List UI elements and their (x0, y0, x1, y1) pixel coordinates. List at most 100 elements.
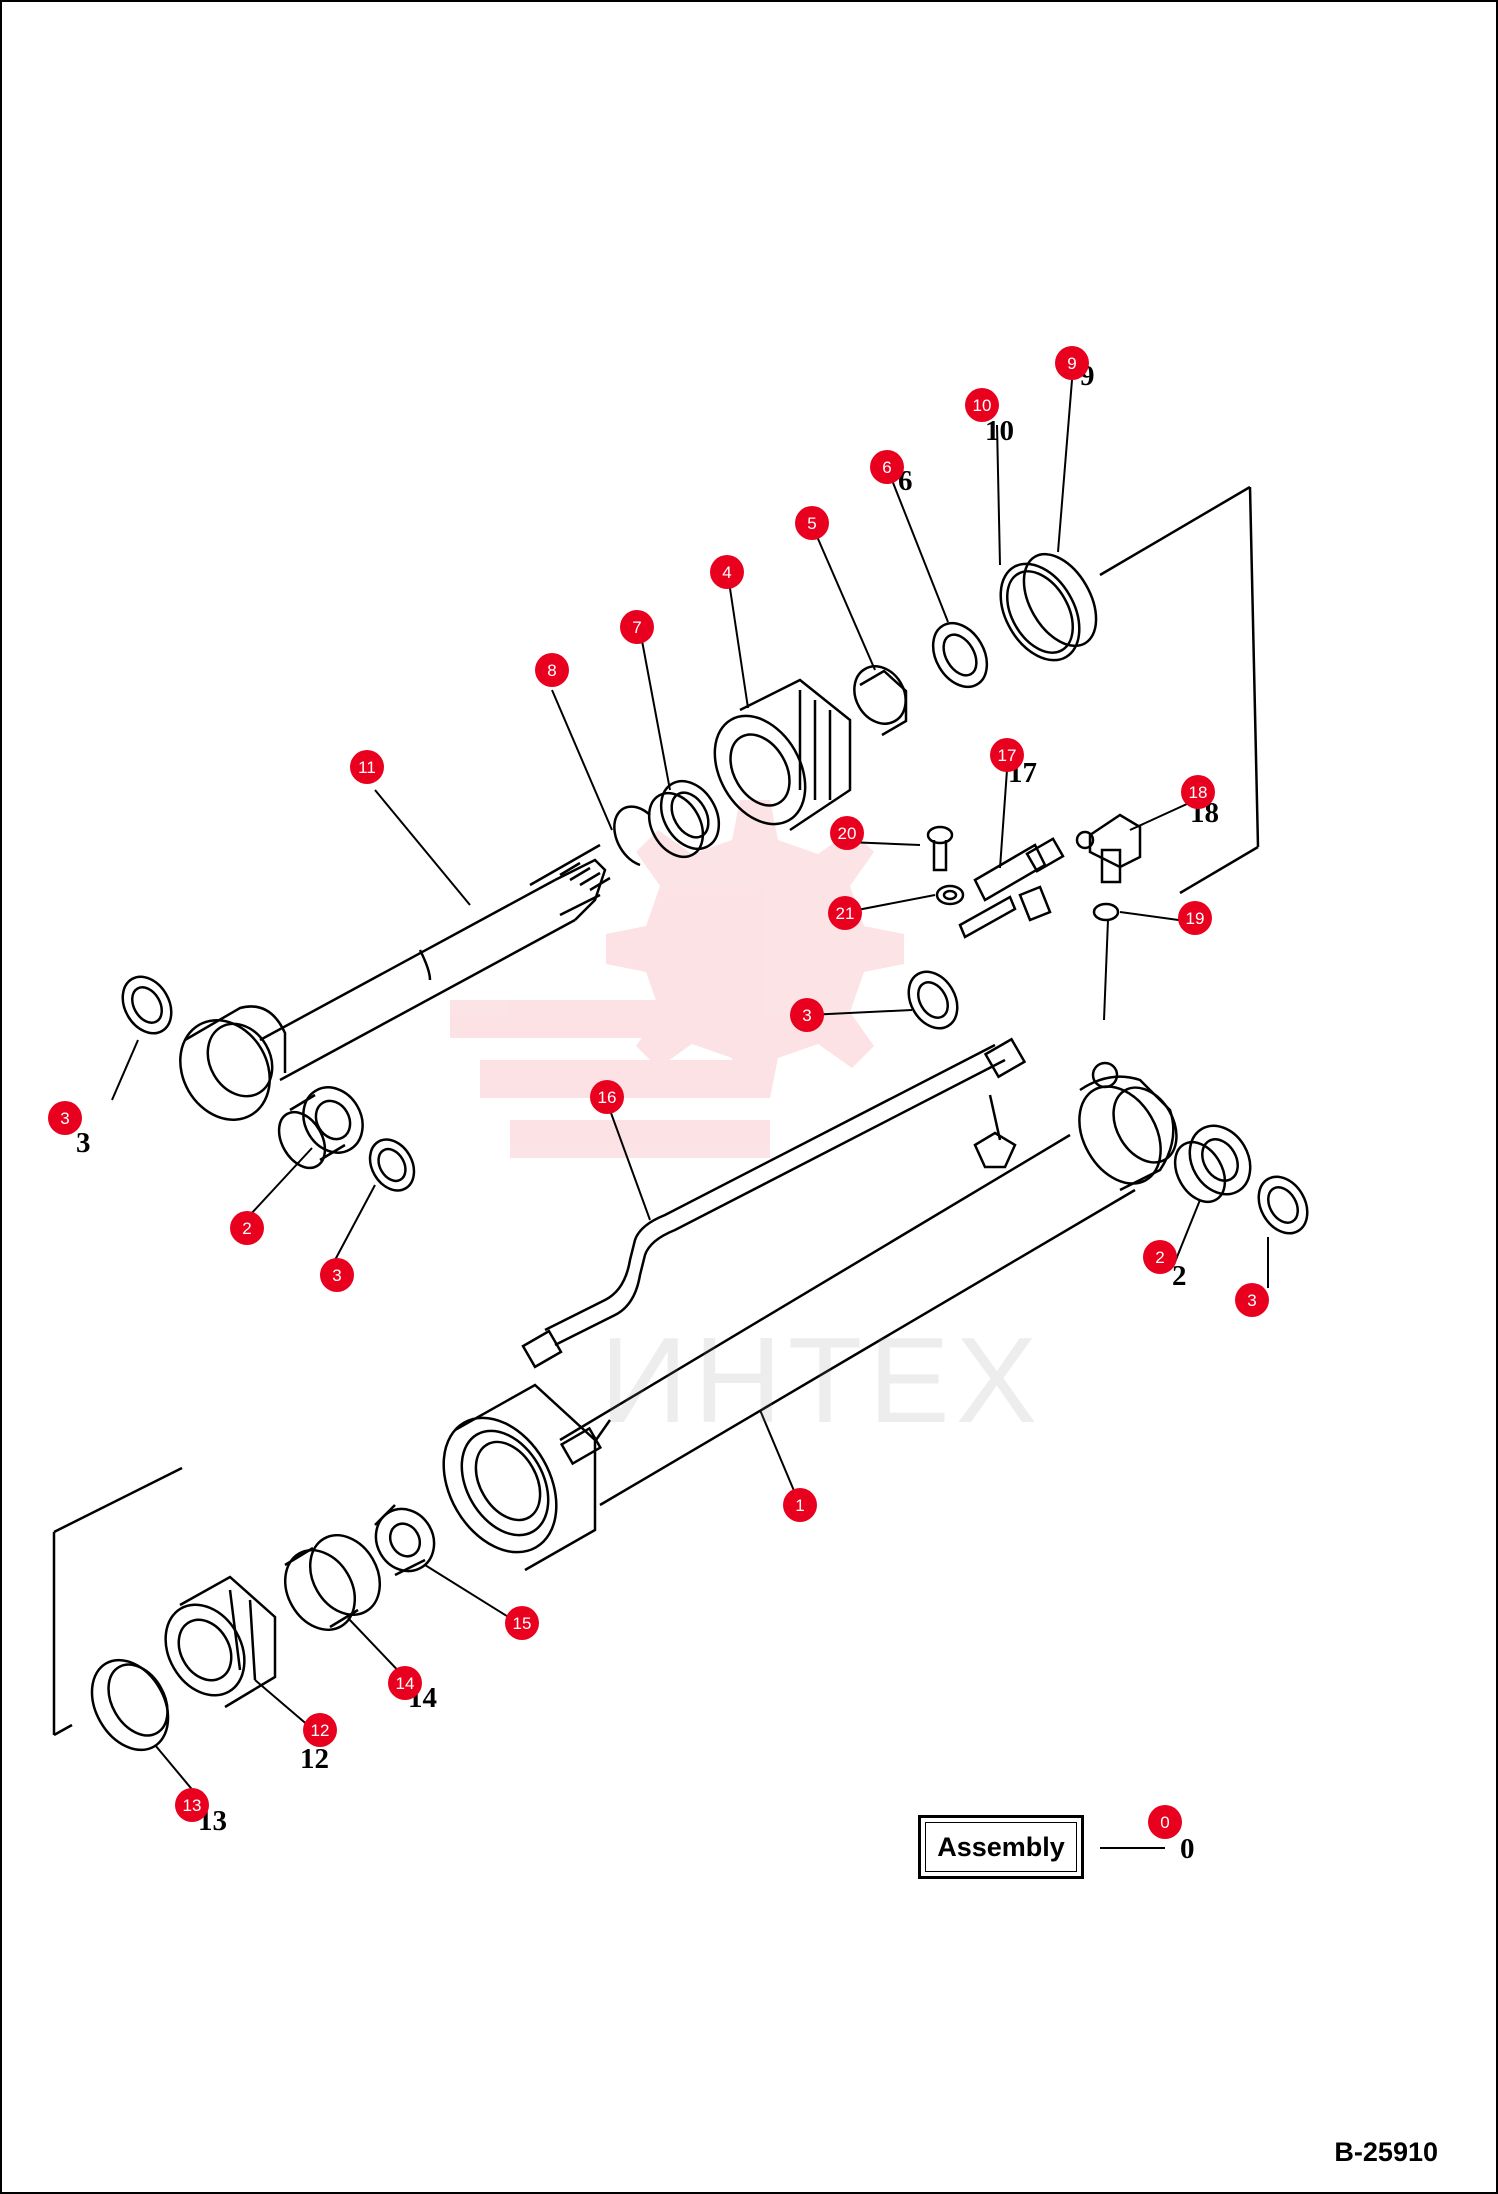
assembly-box: Assembly (918, 1815, 1084, 1879)
callout-marker-c13[interactable]: 13 (175, 1788, 209, 1822)
callout-label: 15 (513, 1614, 532, 1633)
ring-14 (283, 1534, 382, 1631)
part-number: 3 (76, 1127, 91, 1159)
ring-10 (999, 562, 1081, 662)
part-number: 12 (300, 1743, 329, 1775)
callout-marker-c7[interactable]: 7 (620, 610, 654, 644)
ring-13 (90, 1658, 170, 1752)
callout-marker-c5[interactable]: 5 (795, 506, 829, 540)
callout-marker-c10[interactable]: 10 (965, 388, 999, 422)
callout-circle[interactable] (535, 653, 569, 687)
part-number: 0 (1180, 1833, 1195, 1865)
callout-marker-c8[interactable]: 8 (535, 653, 569, 687)
oring-19 (1092, 902, 1120, 922)
callout-label: 18 (1189, 783, 1208, 802)
callout-circle[interactable] (303, 1713, 337, 1747)
callout-circle[interactable] (795, 506, 829, 540)
callout-circle[interactable] (790, 998, 824, 1032)
callout-circle[interactable] (388, 1666, 422, 1700)
watermark-text: ИНТЕХ (600, 1312, 1044, 1448)
bushing-7 (647, 779, 721, 859)
watermark-gear-icon (450, 800, 904, 1158)
callout-circle[interactable] (350, 750, 384, 784)
callout-label: 16 (598, 1088, 617, 1107)
callout-marker-c11[interactable]: 11 (350, 750, 384, 784)
callout-label: 6 (882, 458, 891, 477)
callout-marker-c3c[interactable]: 3 (790, 998, 824, 1032)
seal-6 (931, 621, 989, 689)
callout-marker-c21[interactable]: 21 (828, 896, 862, 930)
callout-marker-c2b[interactable]: 2 (1143, 1240, 1177, 1274)
callout-circle[interactable] (320, 1258, 354, 1292)
cylinder-head-4 (713, 678, 852, 832)
bolt-20 (926, 825, 954, 872)
callout-label: 17 (998, 746, 1017, 765)
callout-label: 3 (1247, 1291, 1256, 1310)
callout-marker-c19[interactable]: 19 (1178, 901, 1212, 935)
callout-circle[interactable] (620, 610, 654, 644)
callout-circle[interactable] (48, 1101, 82, 1135)
callout-marker-c6[interactable]: 6 (870, 450, 904, 484)
callout-marker-c3d[interactable]: 3 (1235, 1283, 1269, 1317)
washer-21 (935, 884, 965, 906)
callout-label: 7 (632, 618, 641, 637)
callout-circle[interactable] (1143, 1240, 1177, 1274)
callout-circle[interactable] (1235, 1283, 1269, 1317)
callout-label: 5 (807, 514, 816, 533)
callout-circle[interactable] (1055, 346, 1089, 380)
callout-label: 13 (183, 1796, 202, 1815)
callout-circle[interactable] (230, 1211, 264, 1245)
callout-circle[interactable] (590, 1080, 624, 1114)
callout-marker-c12[interactable]: 12 (303, 1713, 337, 1747)
callout-circle[interactable] (870, 450, 904, 484)
callout-circle[interactable] (990, 738, 1024, 772)
callout-label: 8 (547, 661, 556, 680)
assembly-label: Assembly (925, 1822, 1077, 1872)
callout-label: 3 (802, 1006, 811, 1025)
seal-3-left-upper (121, 975, 173, 1035)
callout-marker-c1[interactable]: 1 (783, 1488, 817, 1522)
callout-circle[interactable] (710, 555, 744, 589)
snap-ring-8 (613, 805, 651, 867)
callout-marker-c15[interactable]: 15 (505, 1606, 539, 1640)
bushing-2-left (277, 1086, 364, 1170)
callout-marker-c3b[interactable]: 3 (320, 1258, 354, 1292)
callout-marker-c20[interactable]: 20 (830, 816, 864, 850)
callout-marker-c16[interactable]: 16 (590, 1080, 624, 1114)
callout-label: 1 (795, 1496, 804, 1515)
callout-circle[interactable] (1181, 775, 1215, 809)
callout-label: 19 (1186, 909, 1205, 928)
callout-label: 21 (836, 904, 855, 923)
callout-marker-c17[interactable]: 17 (990, 738, 1024, 772)
part-number: 2 (1172, 1260, 1187, 1292)
callout-circle[interactable] (1148, 1805, 1182, 1839)
callout-marker-c0[interactable]: 0 (1148, 1805, 1182, 1839)
callout-label: 12 (311, 1721, 330, 1740)
callout-label: 10 (973, 396, 992, 415)
callout-marker-c3a[interactable]: 3 (48, 1101, 82, 1135)
upper-bracket-lines (1099, 485, 1260, 895)
callout-circle[interactable] (828, 896, 862, 930)
callout-circle[interactable] (830, 816, 864, 850)
callout-circle[interactable] (965, 388, 999, 422)
callout-circle[interactable] (783, 1488, 817, 1522)
callout-circle[interactable] (1178, 901, 1212, 935)
callout-marker-c2a[interactable]: 2 (230, 1211, 264, 1245)
bushing-2-right (1173, 1124, 1252, 1204)
callout-circle[interactable] (505, 1606, 539, 1640)
pipe-line (521, 1037, 1027, 1369)
part-number: 10 (985, 415, 1014, 447)
fitting-17 (958, 837, 1065, 939)
callout-marker-c18[interactable]: 18 (1181, 775, 1215, 809)
callout-marker-c9[interactable]: 9 (1055, 346, 1089, 380)
callout-marker-c4[interactable]: 4 (710, 555, 744, 589)
callout-label: 3 (60, 1109, 69, 1128)
callout-marker-c14[interactable]: 14 (388, 1666, 422, 1700)
piston-rod (179, 843, 611, 1121)
reference-code: B-25910 (1334, 2137, 1438, 2167)
callout-circle[interactable] (175, 1788, 209, 1822)
seal-3-middle (907, 970, 959, 1030)
